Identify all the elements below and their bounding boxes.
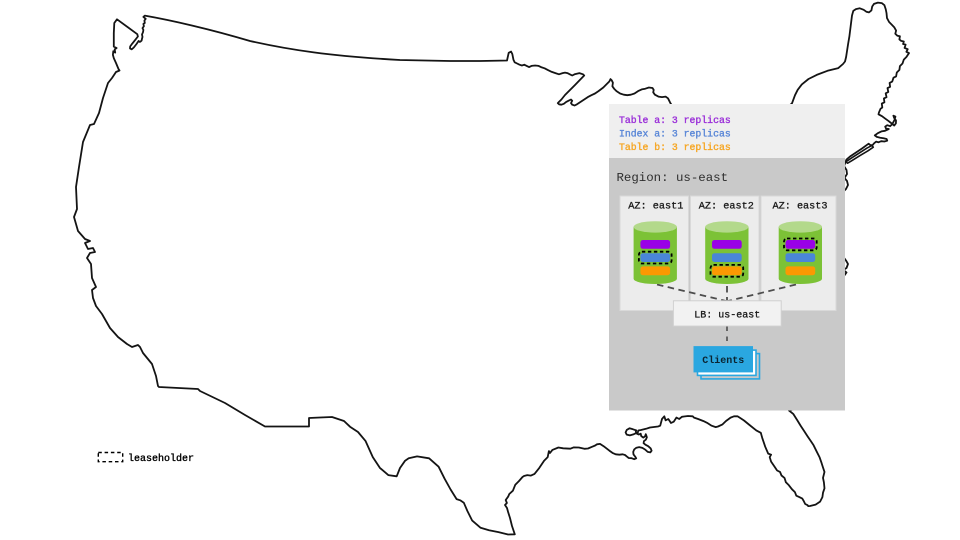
svg-text:AZ: east3: AZ: east3 xyxy=(772,202,827,213)
svg-text:AZ: east2: AZ: east2 xyxy=(699,202,754,213)
svg-text:Index a: 3 replicas: Index a: 3 replicas xyxy=(619,129,731,140)
svg-text:leaseholder: leaseholder xyxy=(128,453,194,465)
svg-text:AZ: east1: AZ: east1 xyxy=(628,202,683,213)
svg-text:Clients: Clients xyxy=(702,355,744,367)
svg-text:Table a: 3 replicas: Table a: 3 replicas xyxy=(619,115,731,126)
svg-text:Table b: 3 replicas: Table b: 3 replicas xyxy=(619,142,731,153)
svg-text:LB: us-east: LB: us-east xyxy=(694,311,760,322)
svg-text:Region: us-east: Region: us-east xyxy=(617,171,729,185)
